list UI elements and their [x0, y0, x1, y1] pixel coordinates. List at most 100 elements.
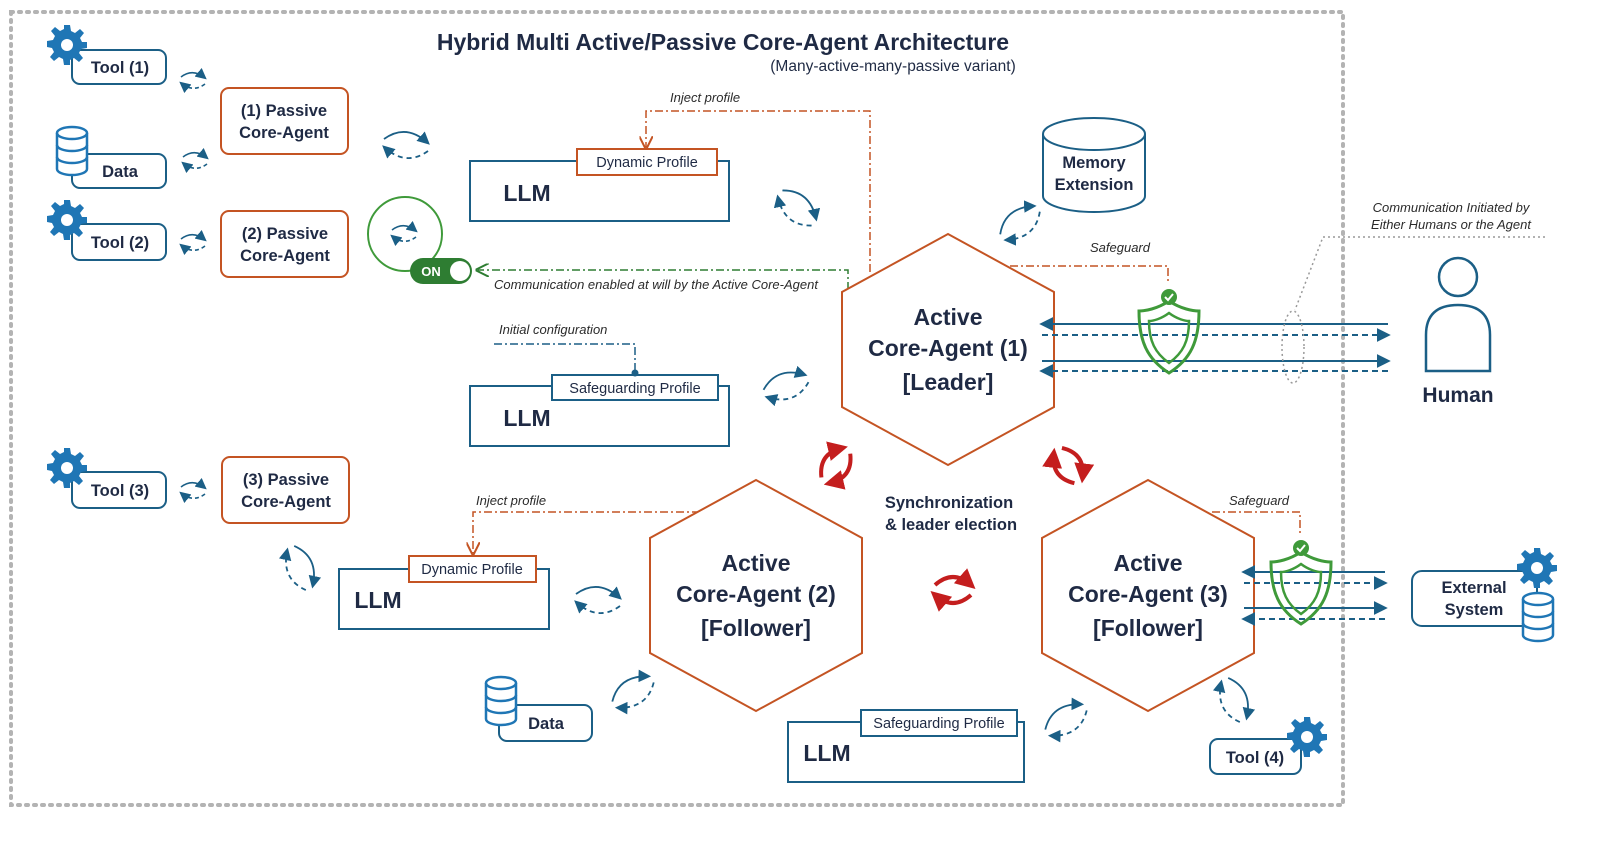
gear-icon: [47, 200, 87, 240]
initial-configuration-note: Initial configuration: [499, 322, 607, 337]
llm-4-profile: Safeguarding Profile: [873, 716, 1004, 732]
tool-2-exchange-arrows: [181, 235, 205, 251]
gear-icon: [1287, 717, 1327, 757]
llm-1-label: LLM: [503, 180, 550, 206]
passive-agent-1: (1) Passive Core-Agent: [220, 87, 349, 155]
llm-2-agent-arrows: [761, 365, 812, 407]
llm-4: LLM Safeguarding Profile: [787, 709, 1025, 783]
external-system: External System: [1411, 548, 1557, 643]
inject-profile-2-note: Inject profile: [476, 493, 546, 508]
data-store-2: Data: [484, 675, 593, 742]
llm-4-agent-arrows: [1041, 696, 1092, 744]
llm-3-profile: Dynamic Profile: [421, 562, 523, 578]
passive-1-llm-arrows: [384, 132, 428, 158]
diagram-title: Hybrid Multi Active/Passive Core-Agent A…: [437, 29, 1009, 55]
database-icon: [484, 675, 518, 727]
passive-3-llm-arrows: [278, 542, 323, 593]
tool-4-label: Tool (4): [1226, 749, 1284, 767]
llm-1-agent-arrows: [771, 185, 822, 232]
gear-icon: [47, 25, 87, 65]
passive-agent-1-line2: Core-Agent: [239, 124, 329, 142]
safeguard-1-note: Safeguard: [1090, 240, 1151, 255]
active-agent-2: Active Core-Agent (2) [Follower]: [649, 478, 863, 713]
inject-profile-1-connector: [646, 110, 871, 272]
sync-arrows-left: [815, 443, 857, 487]
inject-profile-2-connector: [473, 511, 700, 553]
passive-agent-2-line1: (2) Passive: [242, 225, 328, 243]
active-agent-2-line3: [Follower]: [701, 615, 811, 641]
gear-icon: [1517, 548, 1557, 588]
communication-initiated-leader: [1294, 236, 1545, 311]
active-agent-2-line2: Core-Agent (2): [676, 581, 836, 607]
sync-line2: & leader election: [885, 516, 1017, 534]
llm-2: LLM Safeguarding Profile: [469, 374, 730, 447]
active-agent-1-line3: [Leader]: [903, 369, 994, 395]
tool-2: Tool (2): [47, 200, 167, 261]
llm-3-agent-arrows: [576, 587, 620, 613]
safeguard-1-connector: [1010, 265, 1169, 283]
human-user-icon: [1424, 256, 1492, 373]
gear-icon: [47, 448, 87, 488]
llm-3-label: LLM: [354, 587, 401, 613]
passive-agent-3-line2: Core-Agent: [241, 493, 331, 511]
safeguard-2-note: Safeguard: [1229, 493, 1290, 508]
tool-4-agent-arrows: [1212, 674, 1257, 725]
tool-3: Tool (3): [47, 448, 167, 509]
communication-toggle: ON: [367, 196, 472, 284]
tool-1-exchange-arrows: [181, 73, 205, 89]
passive-agent-2: (2) Passive Core-Agent: [220, 210, 349, 278]
data-store-1: Data: [55, 125, 167, 189]
communication-enabled-connector: [478, 270, 849, 290]
active-agent-1-line1: Active: [913, 304, 982, 330]
active-agent-1: Active Core-Agent (1) [Leader]: [841, 232, 1055, 467]
initial-configuration-connector: [494, 343, 636, 372]
tool-4: Tool (4): [1209, 717, 1327, 775]
passive-agent-1-line1: (1) Passive: [241, 102, 327, 120]
active-agent-3-line3: [Follower]: [1093, 615, 1203, 641]
human-label: Human: [1422, 384, 1493, 407]
database-icon: [55, 125, 89, 177]
data-1-label: Data: [102, 163, 139, 181]
llm-3: LLM Dynamic Profile: [338, 555, 550, 630]
llm-2-profile: Safeguarding Profile: [569, 381, 700, 397]
communication-initiated-line1: Communication Initiated by: [1373, 200, 1531, 215]
data-1-exchange-arrows: [183, 153, 207, 169]
tool-1: Tool (1): [47, 25, 167, 85]
passive-agent-3: (3) Passive Core-Agent: [221, 456, 350, 524]
llm-1: LLM Dynamic Profile: [469, 148, 730, 222]
memory-line1: Memory: [1062, 154, 1126, 172]
sync-arrows-bottom: [935, 577, 971, 603]
llm-1-profile: Dynamic Profile: [596, 155, 698, 171]
data-2-agent-arrows: [608, 668, 659, 716]
passive-agent-2-line2: Core-Agent: [240, 247, 330, 265]
data-2-label: Data: [528, 715, 565, 733]
memory-line2: Extension: [1055, 176, 1134, 194]
sync-arrows-right: [1047, 443, 1089, 487]
communication-initiated-ellipse: [1281, 310, 1305, 384]
memory-agent-arrows: [995, 198, 1045, 248]
active-agent-1-line2: Core-Agent (1): [868, 335, 1028, 361]
communication-initiated-line2: Either Humans or the Agent: [1371, 217, 1532, 232]
tool-3-label: Tool (3): [91, 482, 149, 500]
human-link-lines: [1039, 317, 1391, 378]
tool-2-label: Tool (2): [91, 234, 149, 252]
sync-line1: Synchronization: [885, 494, 1013, 512]
safeguard-2-connector: [1212, 511, 1301, 533]
llm-2-label: LLM: [503, 405, 550, 431]
external-system-line2: System: [1445, 601, 1504, 619]
inject-profile-1-note: Inject profile: [670, 90, 740, 105]
toggle-on-label: ON: [421, 264, 441, 279]
initial-configuration-dot: [631, 369, 639, 377]
active-agent-3: Active Core-Agent (3) [Follower]: [1041, 478, 1255, 713]
tool-1-label: Tool (1): [91, 59, 149, 77]
communication-enabled-note: Communication enabled at will by the Act…: [494, 277, 819, 292]
active-agent-3-line2: Core-Agent (3): [1068, 581, 1228, 607]
database-icon: [1521, 591, 1555, 643]
external-system-line1: External: [1441, 579, 1506, 597]
tool-3-exchange-arrows: [181, 483, 205, 499]
passive-agent-3-line1: (3) Passive: [243, 471, 329, 489]
active-agent-2-line1: Active: [721, 550, 790, 576]
memory-extension: Memory Extension: [1042, 117, 1146, 213]
diagram-subtitle: (Many-active-many-passive variant): [770, 58, 1016, 75]
